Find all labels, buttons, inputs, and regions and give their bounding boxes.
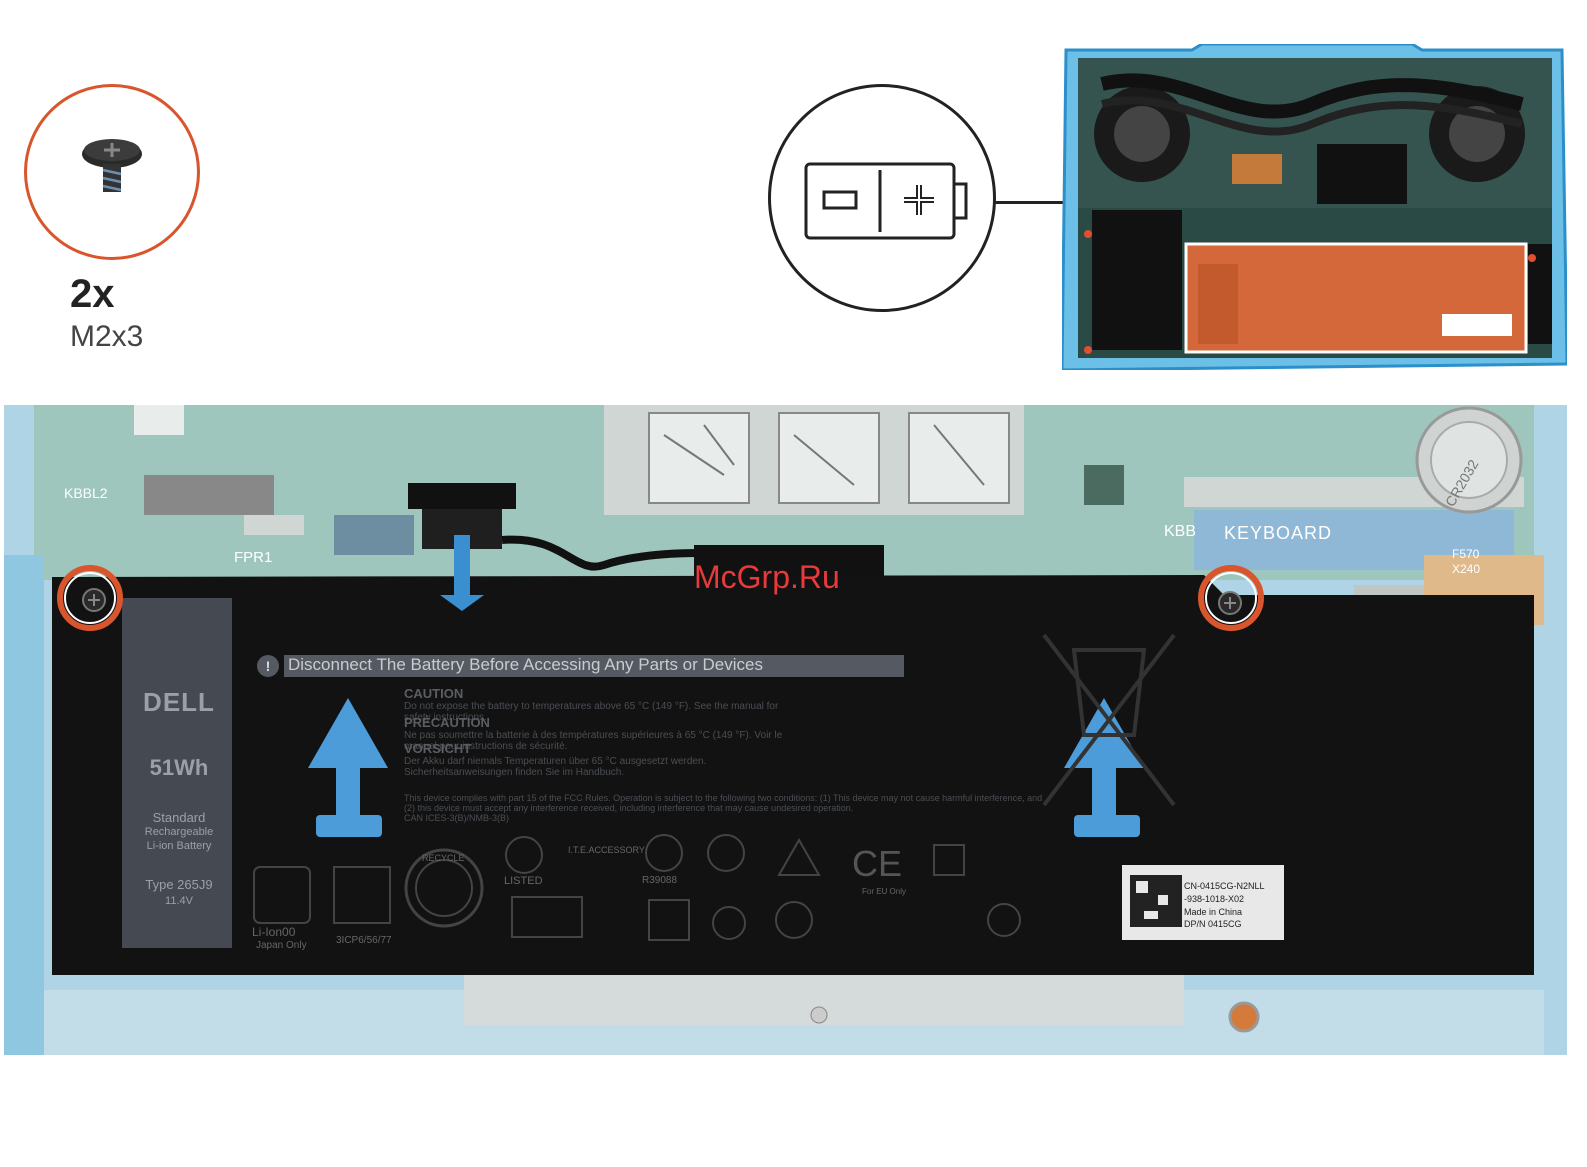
battery-warning: Disconnect The Battery Before Accessing … xyxy=(288,655,763,674)
battery-line1: Standard xyxy=(152,810,206,825)
lift-arrow-right-icon xyxy=(1064,698,1144,837)
battery-voltage: 11.4V xyxy=(165,895,193,907)
fcc-text: This device complies with part 15 of the… xyxy=(404,793,1043,813)
board-label-x240: X240 xyxy=(1452,562,1481,576)
precaution-text: Ne pas soumettre la batterie à des tempé… xyxy=(404,730,783,752)
battery-callout xyxy=(768,84,996,312)
vorsicht-title: VORSICHT xyxy=(404,741,472,756)
sticker-line4: DP/N 0415CG xyxy=(1184,919,1242,929)
battery-line3: Li-ion Battery xyxy=(146,840,212,852)
lift-arrow-left-icon xyxy=(308,698,388,837)
screw-icon xyxy=(82,139,142,192)
battery-capacity: 51Wh xyxy=(149,755,209,780)
watermark: McGrp.Ru xyxy=(694,559,840,595)
recycle-text: RECYCLE xyxy=(422,853,465,863)
board-label-kbbl: KBBL2 xyxy=(64,485,108,501)
disconnect-arrow-icon xyxy=(440,535,484,611)
sticker-line1: CN-0415CG-N2NLL xyxy=(1184,881,1265,891)
cell-code-text: 3ICP6/56/77 xyxy=(336,935,392,946)
r-code-text: R39088 xyxy=(642,875,678,886)
board-label-fpr: FPR1 xyxy=(234,549,273,566)
battery-line2: Rechargeable xyxy=(144,826,214,838)
sticker-line3: Made in China xyxy=(1184,907,1243,917)
precaution-title: PRÉCAUTION xyxy=(404,715,490,730)
screw-size: M2x3 xyxy=(70,320,144,353)
board-label-f570: F570 xyxy=(1452,547,1480,561)
li-ion-text: Li-Ion00 xyxy=(252,925,296,939)
battery-removal-view: ! KBBL2 FPR1 KBB KEYBOARD CR2032 F570 X2… xyxy=(4,405,1567,1055)
battery-icon xyxy=(804,162,968,240)
svg-text:!: ! xyxy=(266,658,271,674)
caution-text: Do not expose the battery to temperature… xyxy=(404,701,779,723)
ce-mark: CE xyxy=(852,843,903,884)
sticker-line2: -938-1018-X02 xyxy=(1184,894,1245,904)
caution-title: CAUTION xyxy=(404,686,464,701)
vorsicht-text: Der Akku darf niemals Temperaturen über … xyxy=(404,756,707,778)
foreu-text: For EU Only xyxy=(862,887,907,896)
screw-callout xyxy=(24,84,200,260)
battery-type: Type 265J9 xyxy=(145,877,213,892)
ite-text: I.T.E.ACCESSORY xyxy=(568,845,645,855)
listed-text: LISTED xyxy=(504,875,543,887)
board-label-kbb: KBB xyxy=(1164,523,1197,540)
screw-count: 2x xyxy=(70,272,115,316)
board-label-keyboard: KEYBOARD xyxy=(1224,523,1333,543)
battery-brand: DELL xyxy=(143,687,215,717)
ices-text: CAN ICES-3(B)/NMB-3(B) xyxy=(404,813,510,823)
japan-only-text: Japan Only xyxy=(256,940,307,951)
laptop-overview-image xyxy=(1060,42,1569,372)
